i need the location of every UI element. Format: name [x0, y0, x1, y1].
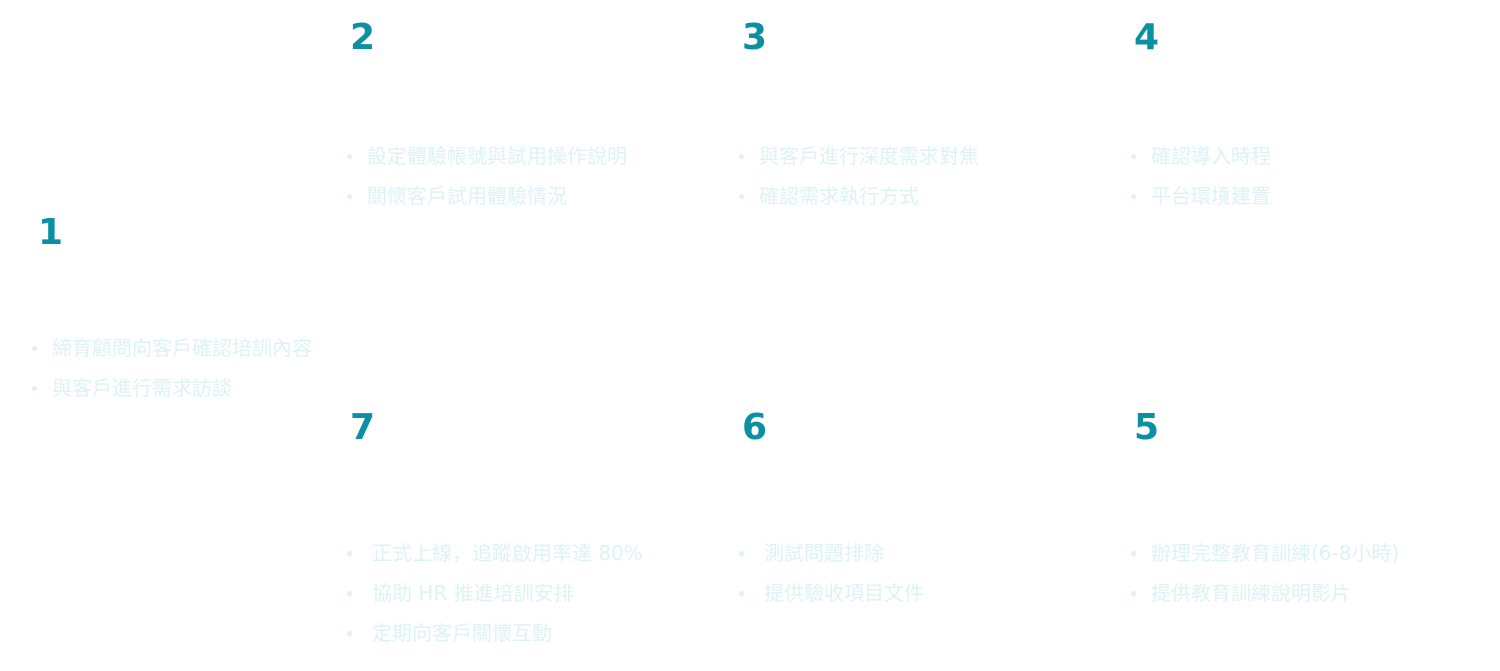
list-item: 締育顧問向客戶確認培訓內容	[30, 328, 312, 368]
list-item: 正式上線，追蹤啟用率達 80%	[345, 533, 643, 573]
step-bullet-list: 正式上線，追蹤啟用率達 80% 協助 HR 推進培訓安排 定期向客戶關懷互動	[345, 533, 643, 653]
list-item: 確認導入時程	[1129, 136, 1271, 176]
list-item: 提供驗收項目文件	[737, 573, 924, 613]
step-bullet-list: 辦理完整教育訓練(6-8小時) 提供教育訓練說明影片	[1129, 533, 1399, 613]
list-item: 協助 HR 推進培訓安排	[345, 573, 643, 613]
list-item: 定期向客戶關懷互動	[345, 613, 643, 653]
list-item: 提供教育訓練說明影片	[1129, 573, 1399, 613]
step-number: 6	[742, 407, 768, 448]
step-number: 5	[1134, 407, 1160, 448]
step-number: 2	[350, 17, 376, 58]
list-item: 與客戶進行需求訪談	[30, 368, 312, 408]
step-number: 7	[350, 407, 376, 448]
list-item: 辦理完整教育訓練(6-8小時)	[1129, 533, 1399, 573]
step-number: 1	[38, 212, 64, 253]
step-bullet-list: 測試問題排除 提供驗收項目文件	[737, 533, 924, 613]
step-bullet-list: 確認導入時程 平台環境建置	[1129, 136, 1271, 216]
step-bullet-list: 設定體驗帳號與試用操作說明 關懷客戶試用體驗情況	[345, 136, 627, 216]
step-bullet-list: 與客戶進行深度需求對焦 確認需求執行方式	[737, 136, 979, 216]
list-item: 關懷客戶試用體驗情況	[345, 176, 627, 216]
step-number: 3	[742, 17, 768, 58]
list-item: 設定體驗帳號與試用操作說明	[345, 136, 627, 176]
list-item: 測試問題排除	[737, 533, 924, 573]
list-item: 確認需求執行方式	[737, 176, 979, 216]
list-item: 與客戶進行深度需求對焦	[737, 136, 979, 176]
step-number: 4	[1134, 17, 1160, 58]
step-bullet-list: 締育顧問向客戶確認培訓內容 與客戶進行需求訪談	[30, 328, 312, 408]
list-item: 平台環境建置	[1129, 176, 1271, 216]
